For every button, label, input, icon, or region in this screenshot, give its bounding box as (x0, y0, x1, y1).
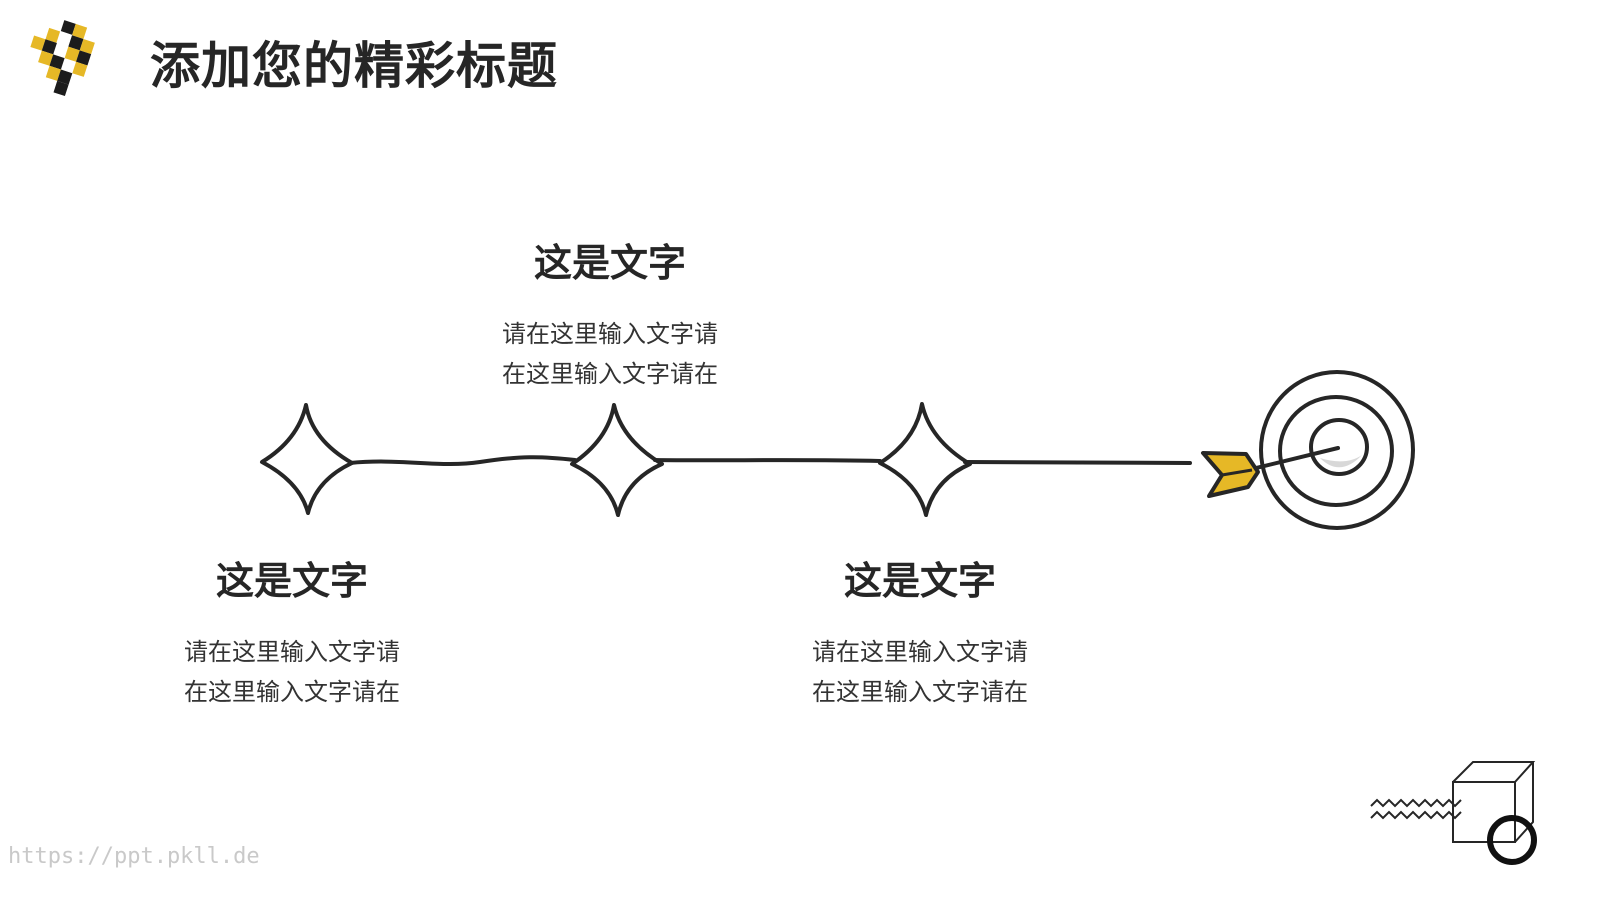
milestone-body: 请在这里输入文字请 在这里输入文字请在 (152, 632, 432, 712)
milestone-heading: 这是文字 (533, 241, 686, 285)
milestone-body-line: 在这里输入文字请在 (502, 360, 718, 388)
timeline-line (348, 455, 577, 466)
four-point-star-icon (570, 403, 664, 517)
milestone-heading: 这是文字 (215, 559, 368, 603)
cube-wave-circle-icon (1370, 761, 1537, 865)
milestone-heading: 这是文字 (843, 559, 996, 603)
milestone-text-3: 这是文字 请在这里输入文字请 在这里输入文字请在 (780, 556, 1060, 712)
milestone-body-line: 在这里输入文字请在 (812, 678, 1028, 706)
target-with-arrow-icon (1201, 370, 1415, 530)
four-point-star-icon (260, 403, 354, 515)
milestone-body-line: 在这里输入文字请在 (184, 678, 400, 706)
milestone-body-line: 请在这里输入文字请 (184, 638, 400, 666)
milestone-text-1: 这是文字 请在这里输入文字请 在这里输入文字请在 (470, 238, 750, 394)
timeline-line (963, 460, 1192, 465)
milestone-body: 请在这里输入文字请 在这里输入文字请在 (470, 314, 750, 394)
milestone-body-line: 请在这里输入文字请 (502, 320, 718, 348)
four-point-star-icon (878, 402, 972, 517)
watermark-text: https://ppt.pkll.de (8, 844, 260, 869)
milestone-body: 请在这里输入文字请 在这里输入文字请在 (780, 632, 1060, 712)
checker-logo-icon (30, 20, 95, 97)
timeline-line (653, 458, 882, 463)
milestone-text-2: 这是文字 请在这里输入文字请 在这里输入文字请在 (152, 556, 432, 712)
milestone-body-line: 请在这里输入文字请 (812, 638, 1028, 666)
slide-title: 添加您的精彩标题 (150, 37, 558, 95)
